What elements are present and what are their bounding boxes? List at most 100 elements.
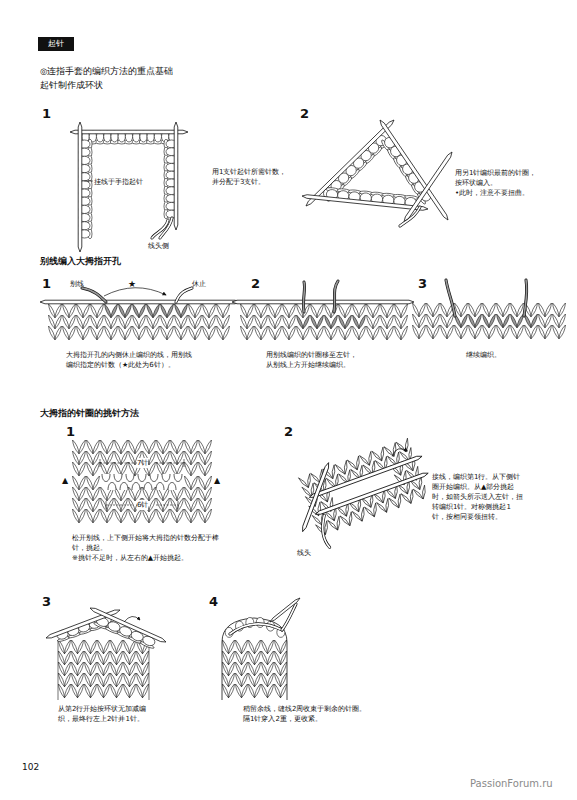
callout-label: 别线 <box>70 279 84 289</box>
instruction-text: 用别线编织的针圈移至左针，从别线上方开始继续编织。 <box>266 350 362 370</box>
knit-stitch <box>93 509 99 523</box>
step-number: 4 <box>209 594 218 610</box>
knit-stitch <box>352 509 362 523</box>
knit-stitch <box>517 325 523 339</box>
yarn-outline <box>334 281 338 312</box>
knit-stitch <box>381 326 387 340</box>
knit-stitch <box>153 326 159 340</box>
knit-stitch <box>133 326 139 340</box>
instruction-text: •此时，注意不要扭曲。 <box>455 188 545 198</box>
step-number: 1 <box>42 106 51 122</box>
open-loop <box>162 474 170 482</box>
knit-stitch <box>553 325 559 339</box>
knit-stitch <box>87 462 93 476</box>
knit-stitch <box>137 684 143 698</box>
step-number: 2 <box>251 276 260 292</box>
knit-stitch <box>413 487 423 501</box>
callout-symbol: ★ <box>128 279 136 290</box>
knit-stitch <box>340 514 350 528</box>
yarn <box>446 280 455 316</box>
knit-stitch <box>189 326 195 340</box>
knit-stitch <box>298 476 308 490</box>
knitting-needle <box>309 455 423 499</box>
knit-stitch <box>111 326 117 340</box>
knit-stitch <box>289 326 295 340</box>
knit-stitch <box>433 325 439 339</box>
knit-stitch <box>275 326 281 340</box>
step-number: 1 <box>66 424 75 440</box>
open-loop <box>108 483 116 491</box>
yarn-outline <box>446 280 455 316</box>
knit-stitch <box>441 325 447 339</box>
knitting-needle <box>78 122 82 252</box>
callout-label: 6针 <box>137 500 148 510</box>
knit-stitch <box>105 326 111 340</box>
knit-stitch <box>419 485 429 499</box>
leader-line <box>84 181 93 182</box>
count-bracket <box>106 505 134 506</box>
knit-stitch <box>469 325 475 339</box>
knit-stitch <box>93 462 99 476</box>
knit-stitch <box>59 684 65 698</box>
knitting-needle <box>306 120 394 206</box>
callout-label: 线头侧 <box>148 241 169 251</box>
instruction-text: 稍留余线，缝线2周收束于剩余的针圈。隔1针穿入2重，更收紧。 <box>243 704 367 724</box>
knitting-needle <box>283 463 347 532</box>
knit-stitch <box>359 326 365 340</box>
knit-stitch <box>78 684 84 698</box>
knit-stitch <box>236 684 242 698</box>
fabric-edge <box>149 640 150 700</box>
knit-stitch <box>73 509 79 523</box>
knit-stitch <box>419 325 425 339</box>
instruction-text: 从第2行开始按环状无加减编织，最终行左上2针并1针。 <box>58 704 160 724</box>
knit-stitch <box>55 326 61 340</box>
knit-stitch <box>101 509 107 523</box>
thumb-opening-illustration <box>73 440 212 523</box>
instruction-text: 接线，编织第1行。从下侧针圈开始编织。从▲部分挑起时，如箭头所示送入左针，扭转编… <box>432 472 524 522</box>
knit-stitch <box>191 462 197 476</box>
pick-up-illustration <box>283 432 440 554</box>
yarn-outline <box>317 515 335 548</box>
knit-stitch <box>275 684 281 698</box>
knit-stitch <box>389 496 399 510</box>
callout-label: 挂线于手指起针 <box>94 177 143 187</box>
callout-label: 7针 <box>137 458 148 468</box>
knit-stitch <box>147 326 153 340</box>
knit-stitch <box>483 325 489 339</box>
knit-stitch <box>345 326 351 340</box>
knit-stitch <box>143 509 149 523</box>
knit-stitch <box>91 684 97 698</box>
knit-stitch <box>372 449 382 463</box>
knit-stitch <box>149 462 155 476</box>
knit-stitch <box>121 462 127 476</box>
knit-stitch <box>115 462 121 476</box>
knit-stitch <box>167 326 173 340</box>
yarn <box>230 624 282 634</box>
open-loop <box>174 474 182 482</box>
step-number: 3 <box>42 594 51 610</box>
knit-stitch <box>135 509 141 523</box>
open-loop <box>168 483 176 491</box>
knit-stitch <box>223 684 229 698</box>
open-loop <box>156 483 164 491</box>
knit-stitch <box>177 509 183 523</box>
knit-stitch <box>255 684 261 698</box>
open-loop <box>114 474 122 482</box>
knit-stitch <box>205 462 211 476</box>
yarn <box>152 220 168 238</box>
step-number: 3 <box>418 276 427 292</box>
yarn-outline <box>82 288 106 302</box>
instruction-text: ※挑针不足时，从左右的▲开始挑起。 <box>72 553 232 563</box>
knit-stitch <box>91 326 97 340</box>
knit-stitch <box>209 326 215 340</box>
instruction-text: 大拇指开孔的内侧休止编织的线，用别线编织指定的针数（★此处为6针）。 <box>66 350 198 370</box>
knit-stitch <box>373 326 379 340</box>
instruction-text: 用1支针起针所需针数，并分配于3支针。 <box>212 167 290 187</box>
knit-stitch <box>85 684 91 698</box>
knit-stitch <box>261 326 267 340</box>
yarn <box>400 207 420 226</box>
yarn-outline <box>303 282 304 312</box>
knitting-needle <box>232 300 414 304</box>
knit-stitch <box>191 509 197 523</box>
yarn-outline <box>152 220 168 238</box>
